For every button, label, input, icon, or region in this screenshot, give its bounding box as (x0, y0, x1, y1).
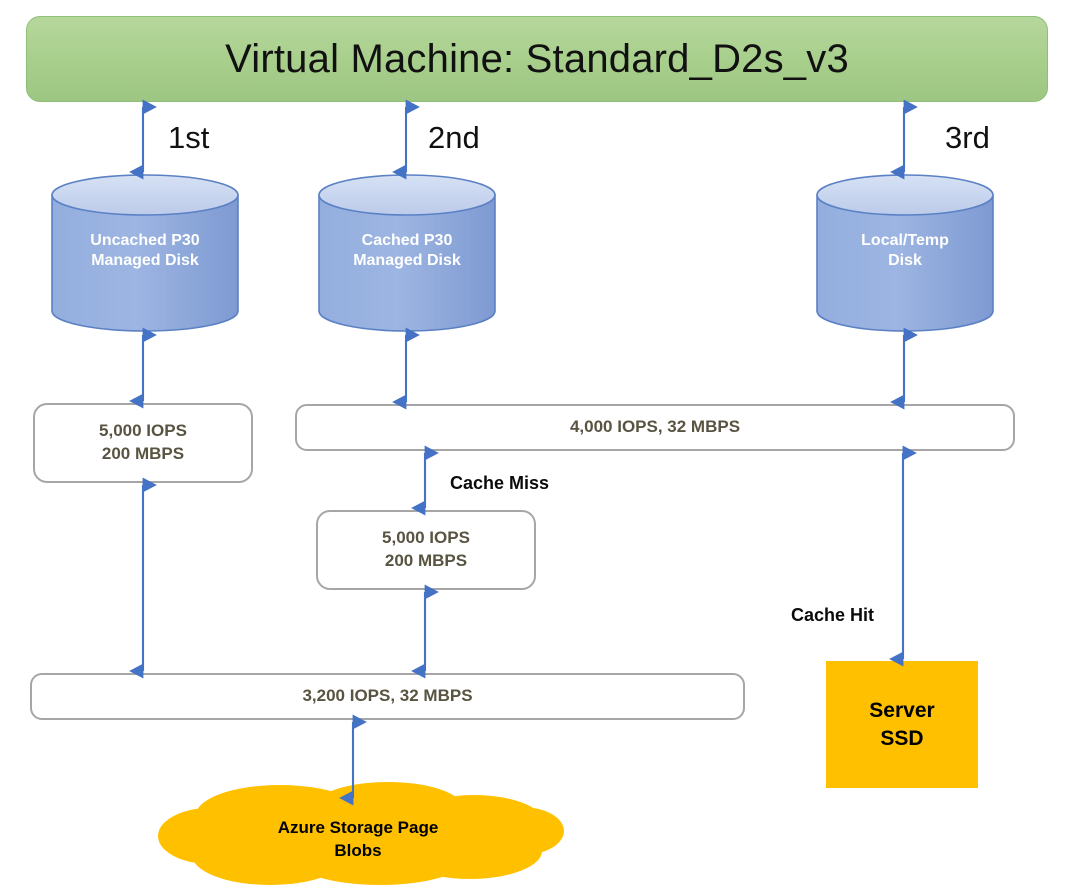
virtual-machine-box[interactable]: Virtual Machine: Standard_D2s_v3 (26, 16, 1048, 102)
cloud-shape (158, 782, 564, 885)
server-ssd-box[interactable]: Server SSD (826, 661, 978, 788)
metric-line2: 200 MBPS (101, 444, 185, 463)
metric-line1: 5,000 IOPS (382, 528, 470, 548)
metric-line2: 200 MBPS (384, 551, 468, 570)
metric-box-vm-cached-limit[interactable]: 4,000 IOPS, 32 MBPS (295, 404, 1015, 451)
server-ssd-line2: SSD (880, 726, 924, 750)
disk-cylinder-local-temp[interactable]: Local/Temp Disk (815, 173, 995, 333)
metric-box-uncached-disk-limit[interactable]: 5,000 IOPS 200 MBPS (33, 403, 253, 483)
disk-cylinder-uncached-p30[interactable]: Uncached P30 Managed Disk (50, 173, 240, 333)
metric-line1: 4,000 IOPS, 32 MBPS (569, 417, 741, 437)
metric-box-text: 5,000 IOPS 200 MBPS (382, 527, 470, 573)
cylinder-shape (318, 174, 496, 332)
cylinder-shape (816, 174, 994, 332)
disk-cylinder-cached-p30[interactable]: Cached P30 Managed Disk (317, 173, 497, 333)
metric-box-vm-uncached-limit[interactable]: 3,200 IOPS, 32 MBPS (30, 673, 745, 720)
edge-label-cache-hit: Cache Hit (791, 605, 875, 625)
metric-line1: 3,200 IOPS, 32 MBPS (302, 686, 473, 706)
metric-line1: 5,000 IOPS (99, 421, 187, 441)
ordinal-label-1st: 1st (168, 120, 210, 155)
metric-box-text: 5,000 IOPS 200 MBPS (99, 420, 187, 466)
ordinal-label-2nd: 2nd (428, 120, 480, 155)
virtual-machine-title: Virtual Machine: Standard_D2s_v3 (225, 36, 849, 81)
cylinder-shape (51, 174, 239, 332)
ordinal-label-3rd: 3rd (945, 120, 990, 155)
server-ssd-line1: Server (869, 699, 935, 723)
server-ssd-text: Server SSD (869, 697, 934, 752)
edge-label-cache-miss: Cache Miss (450, 473, 550, 493)
azure-storage-cloud[interactable]: Azure Storage Page Blobs (152, 781, 564, 886)
metric-box-cached-disk-limit[interactable]: 5,000 IOPS 200 MBPS (316, 510, 536, 590)
